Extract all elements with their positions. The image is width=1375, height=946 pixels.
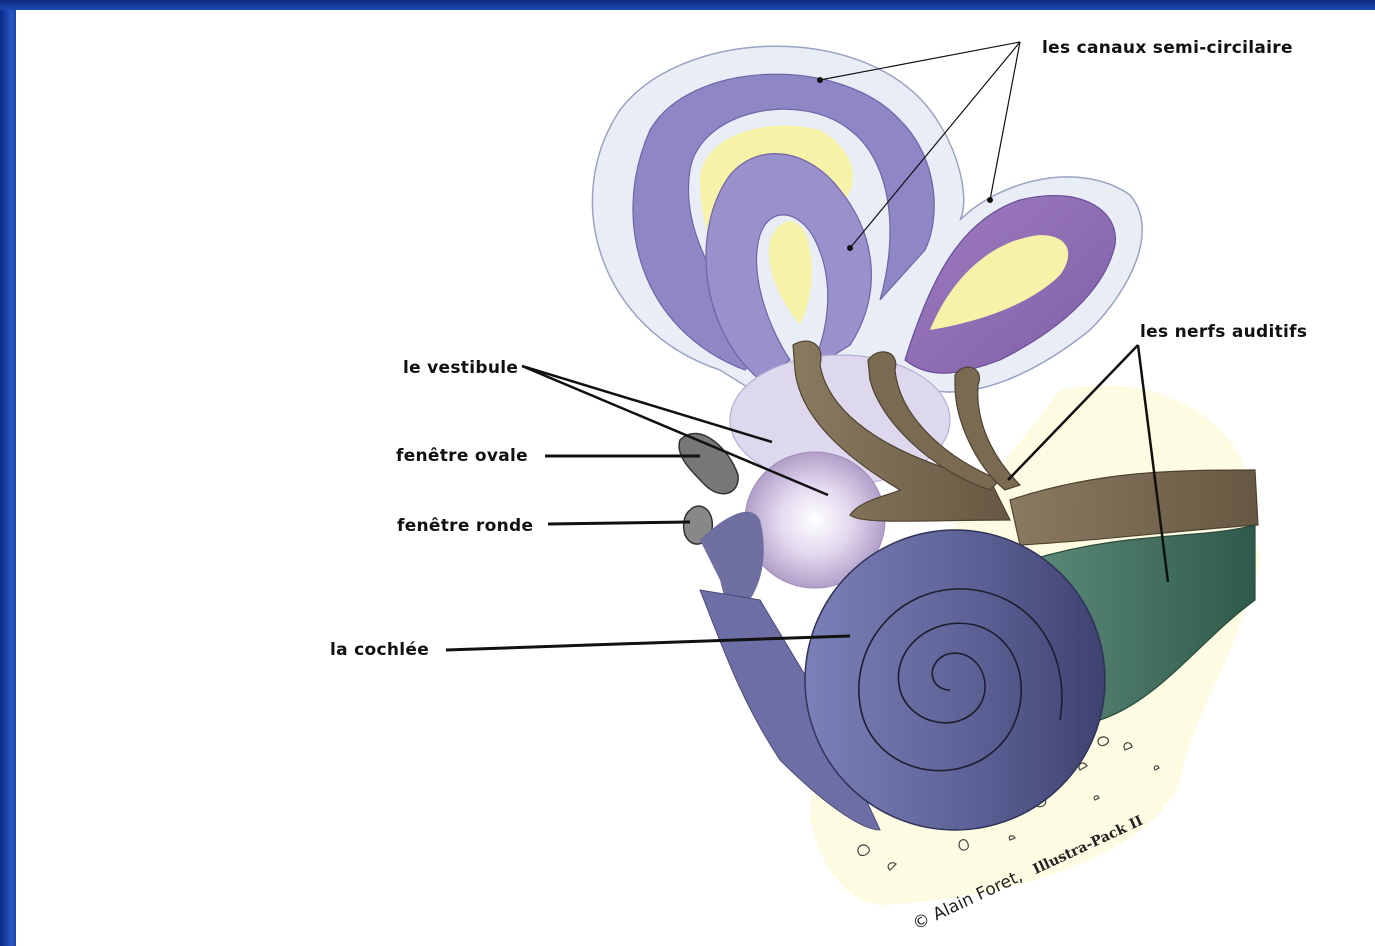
label-cochlee: la cochlée [330, 640, 429, 660]
label-fenetre-ronde: fenêtre ronde [397, 516, 533, 536]
cochlea [700, 530, 1105, 830]
label-nerfs: les nerfs auditifs [1140, 322, 1307, 342]
label-canaux: les canaux semi-circilaire [1042, 38, 1293, 58]
label-vestibule: le vestibule [403, 358, 518, 378]
label-fenetre-ovale: fenêtre ovale [396, 446, 528, 466]
